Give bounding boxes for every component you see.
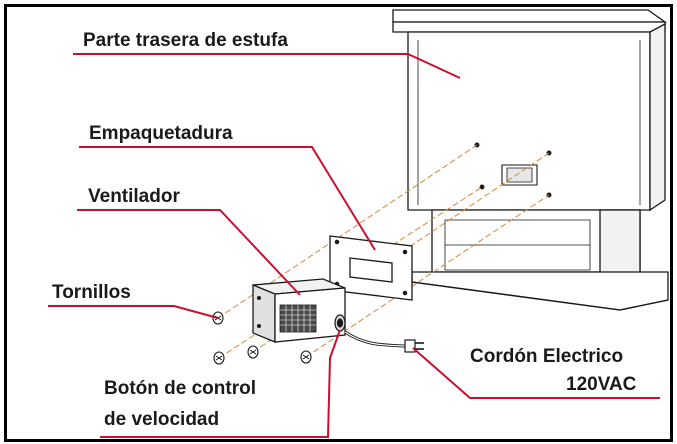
label-speed-control-line1: Botón de control [104, 378, 256, 399]
screws [212, 311, 312, 365]
gasket [329, 235, 413, 301]
screw [247, 345, 259, 359]
label-fan: Ventilador [88, 186, 180, 207]
fan-box [252, 278, 346, 343]
power-cord [344, 330, 424, 353]
label-speed-control-line2: de velocidad [104, 409, 220, 430]
label-screws: Tornillos [52, 282, 131, 303]
leader-screws [48, 305, 219, 319]
label-gasket: Empaquetadura [89, 123, 233, 144]
label-cord-line1: Cordón Electrico [470, 346, 624, 367]
leader-speed-control [100, 329, 341, 438]
stove-back [392, 9, 669, 311]
leader-cord [412, 347, 660, 399]
leader-gasket [79, 146, 376, 251]
speed-control-knob [334, 314, 346, 332]
leader-fan [77, 209, 301, 296]
leader-lines [48, 53, 660, 438]
screw [300, 350, 312, 364]
screw [213, 351, 225, 365]
label-stove-back: Parte trasera de estufa [83, 30, 288, 51]
leader-stove-back [73, 53, 461, 79]
label-cord-line2: 120VAC [566, 374, 637, 395]
